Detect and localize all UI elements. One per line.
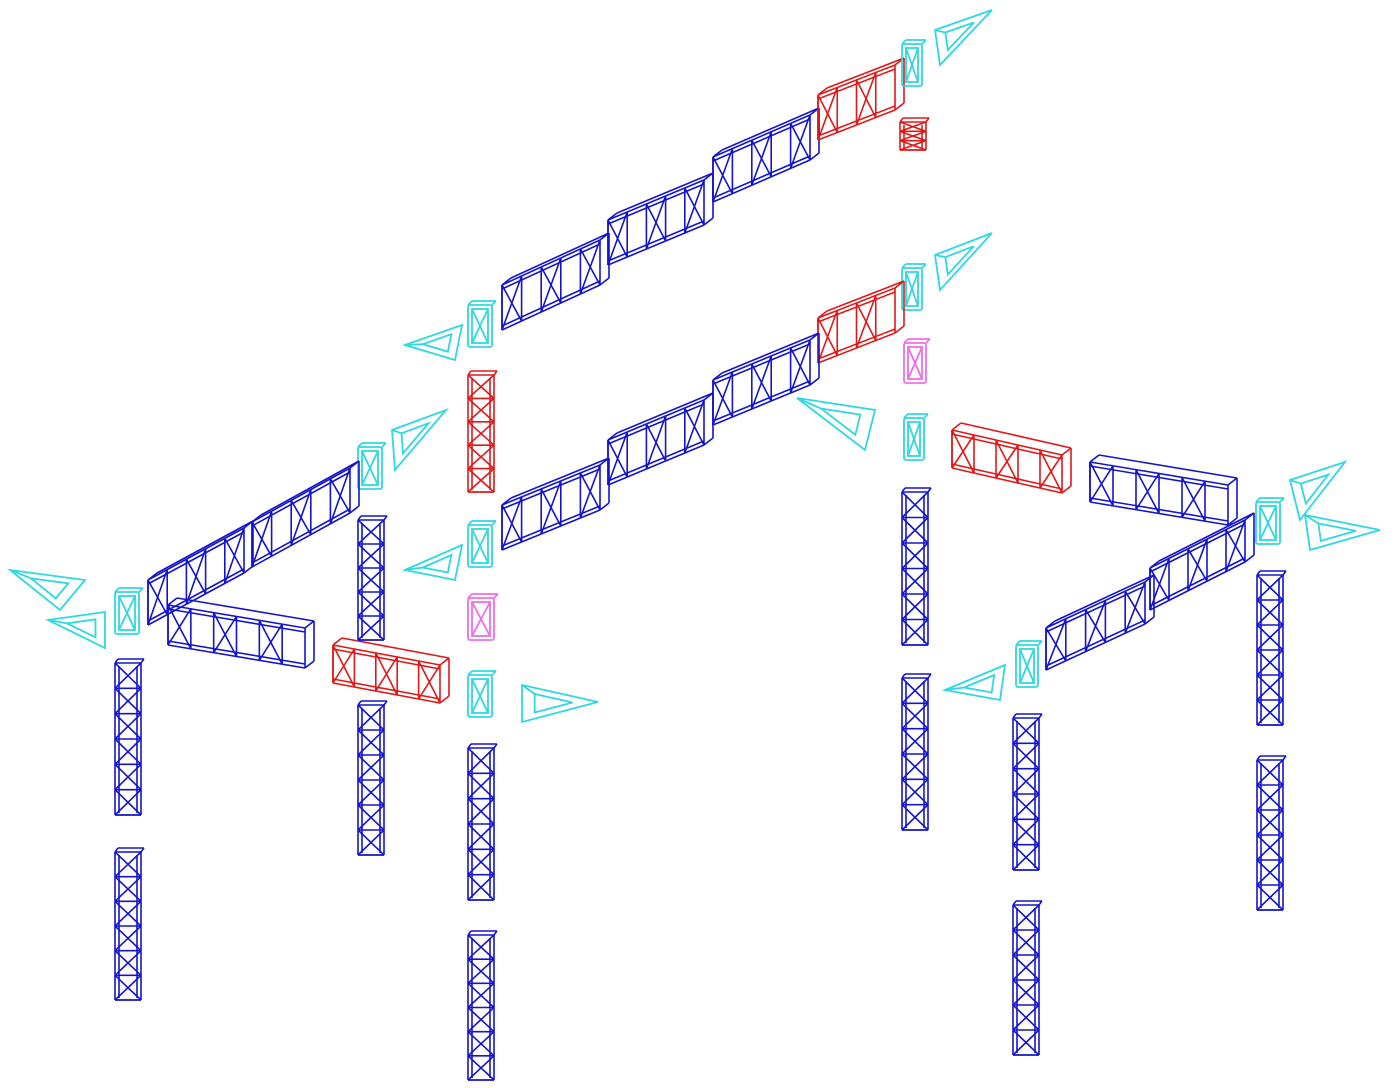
truss-top-rear-2 [607, 172, 714, 266]
truss-mid-1 [712, 332, 820, 426]
leg-far-right-lower [1256, 755, 1287, 911]
truss-mid-red [817, 280, 905, 364]
leg-center-lower [467, 930, 498, 1081]
connector-right-mid [901, 263, 927, 311]
truss-right-diag-2 [1045, 574, 1155, 671]
connector-right-lower [903, 413, 929, 461]
connector-far-left-upper [357, 442, 387, 490]
truss-vertical-front-left-red [467, 370, 498, 493]
leg-front-right-upper [1012, 713, 1043, 871]
special-block-left [467, 593, 499, 641]
connector-right-front [1015, 640, 1043, 688]
truss-vertical-left-tall [357, 515, 388, 641]
bracket-far-right-b [1303, 513, 1381, 552]
truss-right-top-1 [1089, 454, 1238, 526]
bracket-far-left-upper [391, 407, 449, 473]
bracket-right-lower [796, 397, 877, 452]
truss-left-upper-2 [147, 520, 254, 626]
truss-left-red [332, 637, 450, 704]
truss-right-diag-1 [1149, 512, 1255, 611]
truss-left-upper-1 [251, 460, 360, 568]
bracket-right-mid [934, 232, 993, 293]
bracket-far-left-b [44, 610, 106, 650]
leg-center-upper [467, 743, 498, 901]
leg-far-left-upper [114, 658, 145, 816]
truss-mid-2 [607, 392, 714, 486]
connector-left-lower [467, 670, 497, 718]
truss-right-red [951, 422, 1072, 494]
bracket-far-left-a [6, 568, 87, 612]
truss-vertical-rear-red [899, 117, 930, 151]
bracket-left-mid [402, 543, 464, 582]
truss-left-lower [167, 597, 315, 669]
leg-right-lower [901, 673, 932, 831]
connector-left-mid [467, 520, 497, 568]
truss-top-rear-1 [501, 232, 610, 331]
leg-left-mid [357, 700, 388, 856]
leg-front-right-lower [1012, 900, 1043, 1056]
leg-far-left-lower [114, 847, 145, 1001]
special-block-right [903, 338, 931, 384]
connector-top-rear-corner [901, 39, 927, 87]
leg-right-upper [901, 487, 932, 646]
bracket-far-right-a [1288, 460, 1348, 523]
leg-far-right-upper [1256, 570, 1287, 726]
connector-top-left-upper [467, 300, 497, 348]
bracket-left-lower [521, 683, 599, 724]
connector-far-left-corner [114, 587, 144, 635]
truss-mid-3 [501, 457, 610, 551]
truss-top-rear-3 [712, 107, 820, 203]
bracket-top-left-upper [402, 323, 464, 362]
truss-top-rear-red [817, 57, 905, 141]
bracket-top-rear [934, 9, 993, 67]
bracket-right-front [941, 663, 1007, 702]
connector-far-right [1255, 497, 1285, 545]
